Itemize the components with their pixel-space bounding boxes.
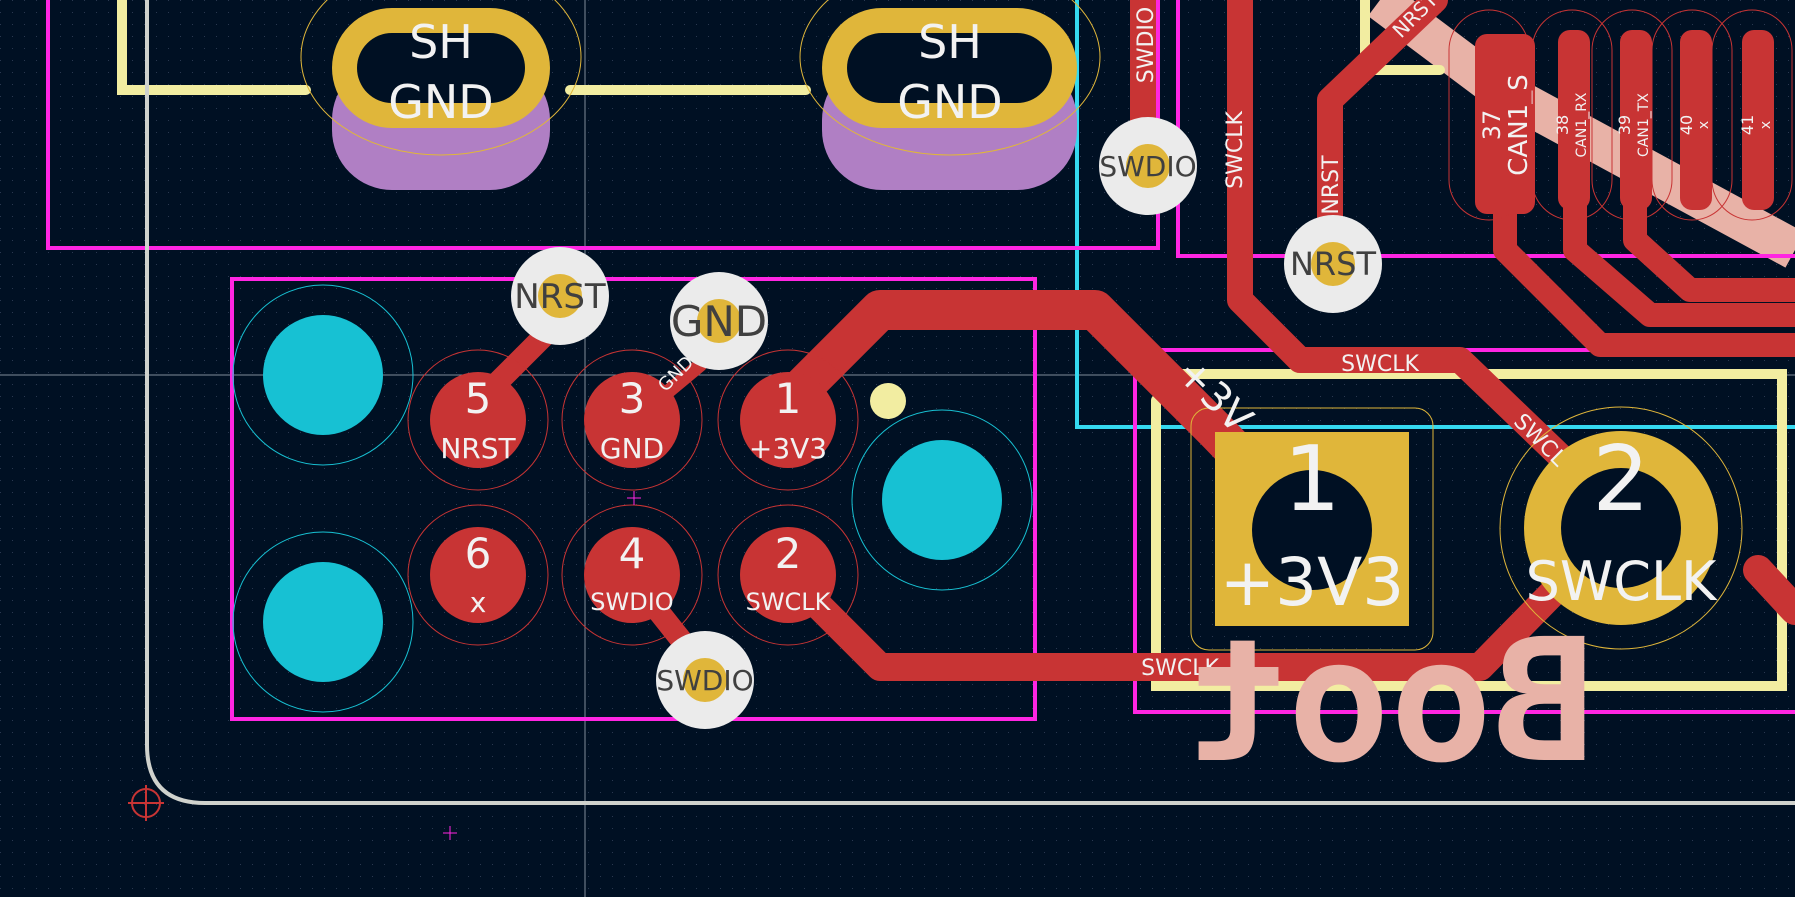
board-edge — [145, 0, 1795, 805]
ic-pin-38-number: 38 — [1553, 115, 1572, 135]
header-pin-5-net: NRST — [440, 432, 516, 465]
header-pin-4[interactable]: 4 SWDIO — [561, 504, 703, 646]
ic-pin-41[interactable]: 41 x — [1711, 9, 1793, 221]
header-pin-5[interactable]: 5 NRST — [407, 349, 549, 491]
track-label-swclk-bottom: SWCLK — [1141, 656, 1219, 681]
via-gnd-label: GND — [671, 297, 767, 346]
track-label-swdio-vertical: SWDIO — [1134, 7, 1159, 83]
ic-pin-39-number: 39 — [1615, 115, 1634, 135]
ic-pin-41-net: x — [1758, 121, 1774, 129]
shield-pad-right-bottom: GND — [897, 75, 1002, 129]
big-pad-2-number: 2 — [1592, 427, 1649, 532]
shield-pad-left-bottom: GND — [388, 75, 493, 129]
back-silk-boot-text: Boot — [1185, 603, 1594, 801]
header-pin-2-number: 2 — [775, 529, 802, 578]
header-pin-4-net: SWDIO — [590, 588, 673, 616]
shield-pad-right-top: SH — [918, 15, 982, 69]
header-pin-3[interactable]: 3 GND — [561, 349, 703, 491]
track-label-swclk-vertical: SWCLK — [1223, 111, 1248, 189]
header-pin-6-net: x — [470, 586, 487, 619]
cross-marker-small — [443, 491, 641, 840]
track-label-nrst-vertical: NRST — [1319, 155, 1344, 215]
shield-pad-left-top: SH — [409, 15, 473, 69]
ic-pin-40-number: 40 — [1677, 115, 1696, 135]
header-pin-6-number: 6 — [465, 529, 492, 578]
ic-pin-37-number: 37 — [1478, 110, 1506, 141]
ic-pin-37[interactable]: 37 CAN1_S — [1448, 9, 1535, 221]
header-pin-1-net: +3V3 — [749, 432, 827, 465]
big-pad-1-number: 1 — [1283, 427, 1340, 532]
mounting-holes — [232, 284, 1033, 713]
origin-marker — [128, 785, 164, 821]
track-label-swclk-horizontal: SWCLK — [1341, 352, 1419, 377]
pin1-marker-dot — [870, 383, 906, 419]
header-pin-1[interactable]: 1 +3V3 — [717, 349, 859, 491]
header-pin-4-number: 4 — [619, 529, 646, 578]
via-nrst-right[interactable]: NRST — [1284, 215, 1382, 313]
header-pin-5-number: 5 — [465, 374, 492, 423]
header-pin-3-number: 3 — [619, 374, 646, 423]
header-pin-2[interactable]: 2 SWCLK — [717, 504, 859, 646]
header-pin-6[interactable]: 6 x — [407, 504, 549, 646]
ic-pin-39[interactable]: 39 CAN1_TX — [1591, 9, 1673, 221]
big-pad-1[interactable]: 1 +3V3 — [1190, 407, 1434, 651]
ic-pin-40[interactable]: 40 x — [1651, 9, 1733, 221]
ic-pin-37-net: CAN1_S — [1504, 74, 1534, 175]
via-swdio-top-label: SWDIO — [1099, 150, 1196, 183]
ic-pin-39-net: CAN1_TX — [1636, 93, 1652, 157]
silkscreen-lines — [117, 0, 1787, 691]
big-pad-2-net: SWCLK — [1526, 550, 1718, 613]
via-nrst-header-label: NRST — [514, 277, 606, 317]
ic-pin-38-net: CAN1_RX — [1574, 92, 1590, 157]
shield-pad-left[interactable]: SH GND — [300, 0, 582, 190]
via-swdio-bottom[interactable]: SWDIO — [656, 631, 754, 729]
ic-pin-41-number: 41 — [1738, 115, 1757, 135]
ic-pin-40-net: x — [1696, 121, 1712, 129]
big-pad-1-net: +3V3 — [1220, 544, 1404, 621]
via-nrst-header[interactable]: NRST — [511, 247, 609, 345]
via-swdio-bottom-label: SWDIO — [656, 664, 753, 697]
big-pad-2[interactable]: 2 SWCLK — [1499, 406, 1743, 650]
via-swdio-top[interactable]: SWDIO — [1099, 117, 1197, 215]
header-pin-1-number: 1 — [775, 374, 802, 423]
header-pin-2-net: SWCLK — [746, 588, 832, 616]
header-pin-3-net: GND — [600, 432, 664, 465]
via-nrst-right-label: NRST — [1290, 245, 1376, 283]
shield-pad-right[interactable]: SH GND — [799, 0, 1101, 190]
via-gnd[interactable]: GND — [670, 272, 768, 370]
ic-pin-38[interactable]: 38 CAN1_RX — [1531, 9, 1613, 221]
outline-cyan — [1075, 0, 1795, 429]
